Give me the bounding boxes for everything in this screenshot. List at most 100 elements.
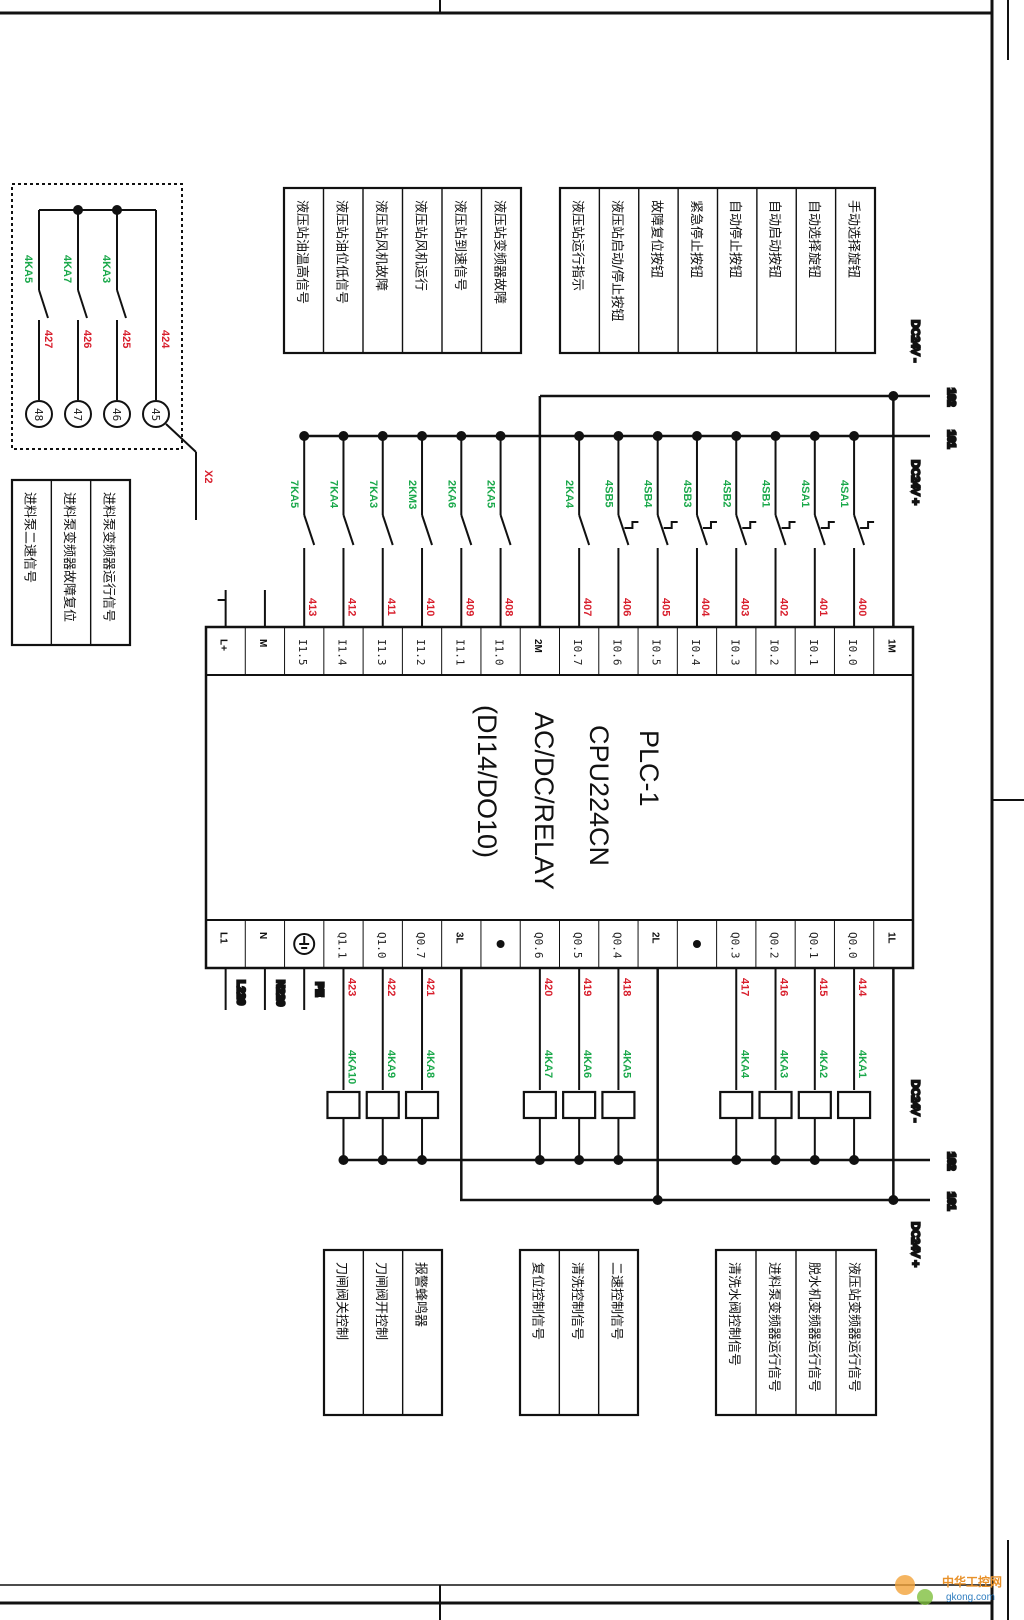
output-terminal-q07: Q0.7 <box>414 932 427 959</box>
aux-wire-label: 426 <box>81 330 93 348</box>
output-wire-label: 421 <box>424 978 436 996</box>
earth-ground-icon <box>293 933 316 955</box>
input-wire-label: 401 <box>817 598 829 616</box>
input-circuits: 4SA14004SA14014SB14024SB24034SB34044SB44… <box>288 431 875 627</box>
power-label-l220: L220 <box>235 980 247 1005</box>
input-device-label: 2KA4 <box>563 480 575 509</box>
pushbutton-actuator-icon <box>781 521 796 529</box>
aux-box-border <box>11 183 183 450</box>
input-wire-label: 403 <box>738 598 750 616</box>
plc-body <box>204 625 915 970</box>
relay-coil-icon <box>836 1090 872 1120</box>
output-terminal-q05: Q0.5 <box>571 932 584 959</box>
junction-dot <box>338 431 349 441</box>
input-wire-label: 400 <box>856 598 868 616</box>
input-401: 4SA1 401 <box>799 431 835 627</box>
plc-name: PLC-1 <box>634 730 664 807</box>
input-device-label: 7KA3 <box>367 480 379 508</box>
contact-blade <box>381 514 394 546</box>
aux-device-label: 4KA7 <box>61 255 73 283</box>
input-wire-label: 406 <box>620 598 632 616</box>
watermark-url: gkong.com <box>946 1592 995 1603</box>
input-wire-label: 404 <box>699 598 711 617</box>
input-device-label: 4SB5 <box>602 480 614 508</box>
junction-dot <box>613 431 624 441</box>
output-terminal-1l: 1L <box>885 932 896 944</box>
contact-blade <box>813 514 826 546</box>
output-coil-label: 4KA1 <box>856 1050 868 1078</box>
terminal-47 <box>64 400 92 428</box>
input-wire-label: 413 <box>306 598 318 616</box>
dc-minus-bottom: DC24V - <box>909 1080 921 1123</box>
power-label-pe: PE <box>313 982 325 997</box>
contact-blade <box>853 514 866 546</box>
terminal-label-48: 48 <box>32 408 45 421</box>
aux-device-label: 4KA5 <box>22 255 34 283</box>
junction-dot <box>574 431 585 441</box>
terminal-46 <box>103 400 131 428</box>
output-wire-label: 422 <box>385 978 397 996</box>
aux-wire-label: 427 <box>42 330 54 348</box>
output-desc-group2-row: 清洗控制信号 <box>569 1262 584 1340</box>
watermark-logo: 中华工控网 gkong.com <box>895 1574 1002 1605</box>
output-desc-group3-row: 刀闸阀开控制 <box>373 1262 388 1340</box>
output-wire-label: 419 <box>581 978 593 996</box>
relay-coil-icon <box>601 1090 636 1120</box>
input-desc-group1-row: 液压站运行指示 <box>570 200 585 291</box>
relay-coil-icon <box>797 1090 832 1120</box>
input-device-label: 2KA6 <box>445 480 457 508</box>
aux-wire-label: 425 <box>120 330 132 348</box>
contact-blade <box>578 514 591 546</box>
input-desc-group1-row: 自动启动按钮 <box>767 200 782 278</box>
input-terminal-i10: I1.0 <box>493 639 506 666</box>
contact-blade <box>696 514 708 546</box>
pushbutton-actuator-icon <box>624 521 639 529</box>
input-wire-label: 405 <box>660 598 672 616</box>
output-wire-label: 415 <box>817 978 829 996</box>
output-desc-group1-row: 脱水机变频器运行信号 <box>806 1262 822 1392</box>
input-406: 4SB5 406 <box>602 431 639 627</box>
dc-plus-bottom: DC24V + <box>909 1222 921 1267</box>
input-device-label: 4SB2 <box>720 480 732 508</box>
watermark-cn: 中华工控网 <box>942 1574 1002 1589</box>
pushbutton-actuator-icon <box>820 521 835 529</box>
dc-plus-top: DC24V + <box>909 460 921 505</box>
input-desc-group1: 手动选择旋钮自动选择旋钮自动启动按钮自动停止按钮紧急停止按钮故障复位按钮液压站启… <box>558 186 877 355</box>
output-wire-label: 414 <box>856 978 868 997</box>
input-terminal-m: M <box>257 639 268 647</box>
relay-coil-icon <box>758 1090 793 1120</box>
input-terminal-i05: I0.5 <box>650 639 663 666</box>
aux-desc-row: 进料泵变频器运行信号 <box>100 492 116 622</box>
output-coil-label: 4KA2 <box>817 1050 829 1078</box>
input-device-label: 4SB4 <box>642 480 654 508</box>
input-device-label: 4SA1 <box>799 480 811 508</box>
junction-dot <box>417 431 428 441</box>
input-wire-label: 410 <box>424 598 436 616</box>
plc-type: AC/DC/RELAY <box>529 712 559 890</box>
input-terminal-i15: I1.5 <box>296 639 309 666</box>
rail-101-top: 101 <box>945 430 957 448</box>
junction-dot <box>495 431 506 441</box>
input-terminal-i00: I0.0 <box>846 639 859 666</box>
input-desc-group1-row: 自动停止按钮 <box>727 200 743 278</box>
junction-dot <box>417 1155 428 1165</box>
output-terminal-q01: Q0.1 <box>807 932 820 959</box>
junction-dot <box>849 1155 860 1165</box>
relay-coil-icon <box>404 1090 440 1120</box>
terminal-label-45: 45 <box>149 408 162 421</box>
junction-dot <box>652 431 663 441</box>
input-terminal-l: L+ <box>218 639 229 651</box>
